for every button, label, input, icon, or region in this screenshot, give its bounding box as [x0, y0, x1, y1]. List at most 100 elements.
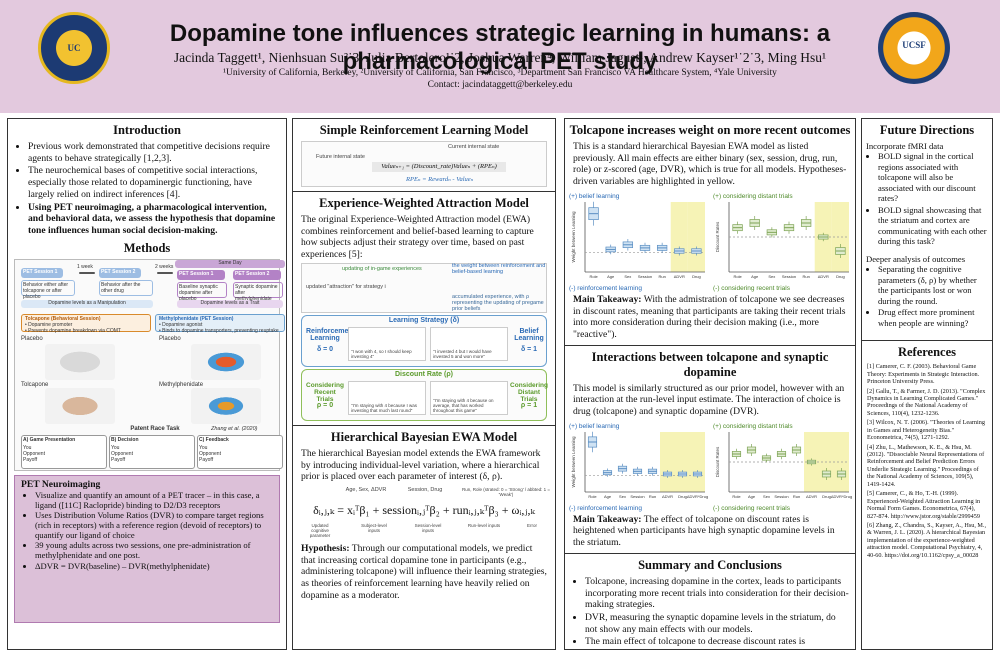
chart-discount-rate-interaction: (+) considering distant trials (-) consid…: [713, 423, 852, 512]
attraction-label: updated "attraction" for strategy i: [306, 283, 386, 290]
distant-label: Considering Distant Trials: [510, 381, 548, 403]
session2-note: Behavior after the other drug: [99, 279, 153, 296]
x-tick-label: Run: [649, 494, 656, 499]
reference-item: [1] Camerer, C. F. (2003). Behavioral Ga…: [867, 363, 980, 386]
x-tick-label: ΔDVR*Drug: [687, 494, 708, 499]
rl-heading: Simple Reinforcement Learning Model: [319, 123, 529, 137]
results1-heading: Tolcapone increases weight on more recen…: [569, 123, 851, 137]
logo-right-text: UCSF: [902, 40, 926, 50]
hb-text: The hierarchical Bayesian model extends …: [301, 447, 541, 483]
opponent-label: Opponent: [111, 450, 133, 457]
summary-bullet: The main effect of tolcapone to decrease…: [585, 636, 849, 649]
highlight-band: [675, 431, 690, 492]
future-bullets-1: BOLD signal in the cortical regions asso…: [862, 151, 992, 246]
uc-berkeley-seal-logo: UC: [38, 12, 110, 84]
pet1-note: Baseline synaptic dopamine after placebo: [177, 281, 227, 302]
highlight-band: [670, 201, 688, 272]
sub-label: Session-level inputs: [414, 522, 442, 533]
panel-feedback: C) Feedback You Opponent Payoff: [197, 434, 283, 469]
hypothesis-text: Through our computational models, we pre…: [301, 542, 547, 601]
chart-caption-bottom: (-) considering recent trials: [713, 505, 791, 512]
rl-example-panel: "I won with 4, so I should keep investin…: [348, 326, 426, 361]
tolcapone-info: Tolcapone (Behavioral Session) • Dopamin…: [21, 313, 151, 334]
placebo-label-2: Placebo: [159, 335, 181, 342]
x-tick-label: Role: [589, 274, 598, 279]
x-tick-label: Drug: [822, 494, 831, 499]
weeks-label: 2 weeks: [155, 263, 174, 270]
panel-decision: B) Decision You Opponent Payoff: [109, 434, 195, 469]
summary-heading: Summary and Conclusions: [638, 557, 782, 572]
y-axis-label: Discount Rates: [715, 221, 720, 252]
week-label: 1 week: [77, 263, 93, 270]
chart-caption-top: (+) belief learning: [569, 193, 620, 200]
rl-value-equation: Valueₙ₊₁ = (Discount_rate)Valueₙ + (RPEₙ…: [372, 162, 506, 172]
same-day-label: Same Day: [175, 259, 285, 268]
you-label: You: [23, 444, 32, 451]
reference-item: [3] Wilcox, N. T. (2006). "Theories of L…: [867, 419, 985, 442]
x-tick-label: Age: [748, 494, 756, 499]
x-tick-label: Run: [802, 274, 809, 279]
pet2-label: PET Session 2: [233, 269, 281, 280]
patent-race-citation: Zhang et al. (2020): [211, 425, 258, 432]
panel-c-label: C) Feedback: [199, 436, 229, 443]
rl-quote: "I won with 4, so I should keep investin…: [351, 348, 412, 359]
hb-formula-figure: Age, Sex, ΔDVR Session, Drug Run, Role (…: [301, 484, 550, 541]
mph-line: • Dopamine agonist: [159, 321, 203, 328]
takeaway-label: Main Takeaway:: [573, 513, 642, 525]
future-bullet: Drug effect more prominent when people a…: [878, 307, 989, 328]
chart-belief-learning-interaction: (+) belief learning(-) reinforcement lea…: [569, 423, 708, 512]
future-intro-1: Incorporate fMRI data: [866, 141, 944, 151]
brain-scan-placebo-pet-image: [191, 343, 261, 380]
x-tick-label: Role: [588, 494, 597, 499]
pet-bullets: Visualize and quantify an amount of a PE…: [21, 490, 273, 571]
x-tick-label: Drug: [678, 494, 687, 499]
future-bullet: BOLD signal showcasing that the striatum…: [878, 205, 989, 247]
patent-race-title: Patent Race Task: [130, 425, 180, 432]
hb-formula: δᵢ,ⱼ,ₖ = xᵢᵀβ₁ + sessionᵢ,ⱼᵀβ₂ + runᵢ,ⱼ,…: [313, 502, 535, 517]
opponent-label: Opponent: [199, 450, 221, 457]
logo-left-text: UC: [67, 43, 81, 53]
x-tick-label: ΔDVR: [806, 494, 817, 499]
learning-strategy-figure: Learning Strategy (δ) Reinforcement Lear…: [301, 314, 547, 367]
summary-bullet: DVR, measuring the synaptic dopamine lev…: [585, 612, 849, 635]
tolcapone-line: • Prevents dopamine breakdown via COMT: [25, 327, 121, 334]
y-axis-label: Discount Rates: [715, 446, 720, 477]
x-tick-label: Sex: [624, 274, 631, 279]
sub-label: Run-level inputs: [467, 522, 501, 528]
trait-label: Dopamine levels as a Trait: [177, 299, 283, 308]
summary-bullets: Tolcapone, increasing dopamine in the co…: [565, 576, 855, 649]
recent-example-panel: "I'm staying with 4 because I was invest…: [348, 380, 426, 415]
manipulation-label: Dopamine levels as a Manipulation: [21, 299, 153, 308]
weight-label: the weight between reinforcement and bel…: [452, 262, 546, 275]
you-label: You: [199, 444, 208, 451]
highlight-band: [690, 431, 705, 492]
intro-bullet: Using PET neuroimaging, a pharmacologica…: [28, 202, 280, 237]
methylphenidate-info: Methylphenidate (PET Session) • Dopamine…: [155, 313, 285, 334]
future-heading: Future Directions: [879, 123, 975, 137]
accumulated-label: accumulated experience, with ρ represent…: [452, 293, 544, 312]
takeaway-text: The effect of tolcapone on discount rate…: [573, 513, 835, 549]
session2-label: PET Session 2: [99, 267, 141, 278]
results2-charts: (+) belief learning(-) reinforcement lea…: [569, 420, 852, 512]
pet2-note: Synaptic dopamine after methylphenidate: [233, 281, 283, 302]
x-tick-label: Sex: [619, 494, 626, 499]
methods-heading: Methods: [123, 240, 171, 255]
pet-neuroimaging-box: PET Neuroimaging Visualize and quantify …: [14, 474, 280, 623]
va-healthcare-logo: UCSF: [878, 12, 950, 84]
column-introduction-methods: Introduction Previous work demonstrated …: [7, 118, 287, 650]
pet-bullet: 39 young adults across two sessions, one…: [35, 540, 273, 560]
future-intro-2: Deeper analysis of outcomes: [866, 253, 966, 264]
rl-strategy-value: δ = 0: [316, 345, 334, 353]
column-results: Tolcapone increases weight on more recen…: [564, 118, 856, 650]
highlight-band: [660, 431, 675, 492]
x-tick-label: ΔDVR: [662, 494, 673, 499]
takeaway-label: Main Takeaway:: [573, 293, 642, 305]
ewa-equation-figure: updating of in-game experiences the weig…: [301, 262, 547, 313]
opponent-label: Opponent: [23, 450, 45, 457]
x-tick-label: Drug: [692, 274, 701, 279]
poster-header: UC Dopamine tone influences strategic le…: [0, 0, 1000, 113]
chart-caption-top: (+) considering distant trials: [713, 423, 793, 430]
x-tick-label: Age: [607, 274, 615, 279]
reference-list: [1] Camerer, C. F. (2003). Behavioral Ga…: [862, 363, 992, 559]
mph-line: • Binds to dopamine transporters, preven…: [159, 327, 279, 334]
